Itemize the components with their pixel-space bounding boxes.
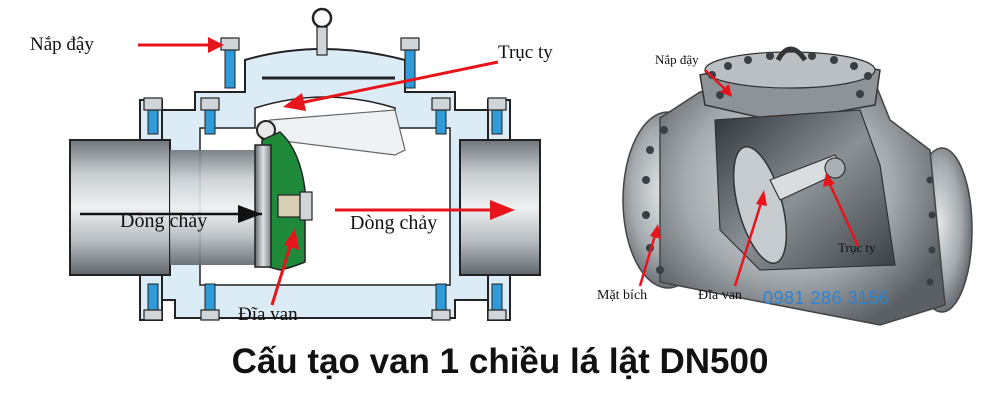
right-cutaway: [622, 46, 973, 326]
label-flange: Mặt bích: [597, 288, 648, 303]
label-cover-left: Nắp đậy: [30, 34, 94, 55]
label-flow-in: Dòng chảy: [120, 210, 208, 232]
label-disc-right: Đĩa van: [698, 288, 742, 303]
inlet-pipe: [69, 139, 171, 276]
label-shaft-left: Trục ty: [498, 42, 553, 63]
label-flow-out: Dòng chảy: [350, 212, 438, 234]
label-shaft-right: Trục ty: [838, 240, 876, 255]
label-disc-left: Đĩa van: [238, 304, 298, 325]
page-title: Cấu tạo van 1 chiều lá lật DN500: [231, 342, 769, 381]
left-cross-section: [69, 7, 541, 321]
phone-number: 0981 286 3156: [763, 288, 890, 308]
label-cover-right: Nắp đậy: [655, 52, 699, 67]
